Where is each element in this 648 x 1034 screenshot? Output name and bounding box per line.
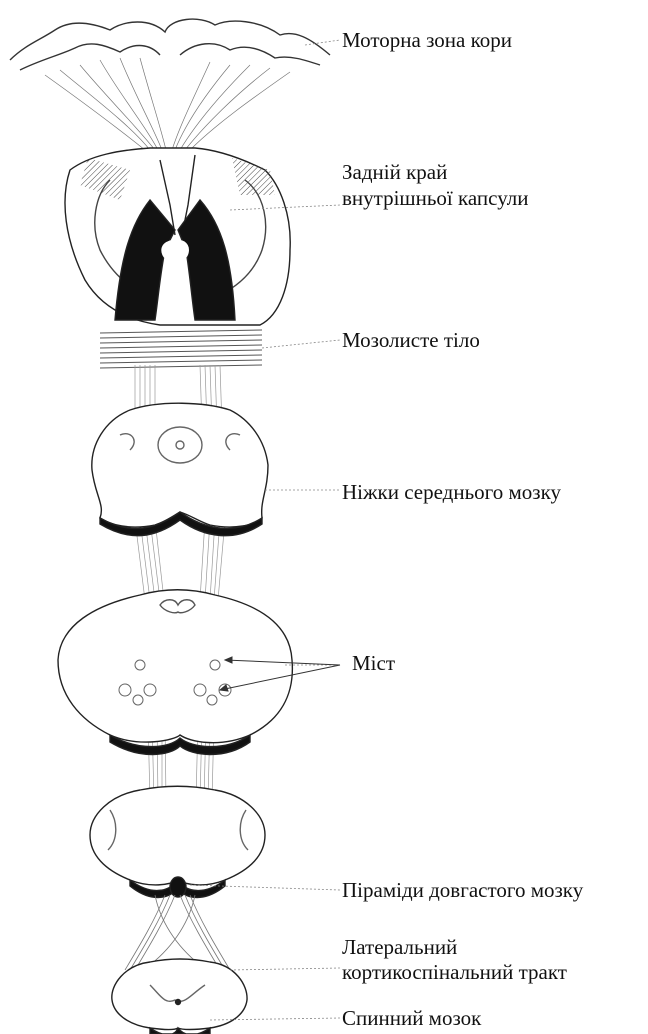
medulla-section <box>90 786 265 897</box>
spinal-cord-section <box>112 959 247 1034</box>
leader-corpus-callosum <box>262 340 340 348</box>
label-corpus-callosum: Мозолисте тіло <box>342 328 480 352</box>
label-internal-capsule-line2: внутрішньої капсули <box>342 186 529 210</box>
pons-section <box>58 590 292 755</box>
internal-capsule-section <box>65 148 290 325</box>
midbrain-section <box>92 403 268 535</box>
motor-cortex <box>10 19 330 150</box>
label-spinal-cord: Спинний мозок <box>342 1006 481 1030</box>
label-lateral-tract-line2: кортикоспінальний тракт <box>342 960 567 984</box>
label-motor-cortex: Моторна зона кори <box>342 28 512 52</box>
label-internal-capsule-line1: Задній край <box>342 160 447 184</box>
label-cerebral-peduncles: Ніжки середнього мозку <box>342 480 561 504</box>
label-lateral-tract-line1: Латеральний <box>342 935 457 959</box>
corpus-callosum <box>100 330 262 368</box>
label-medulla-pyramids: Піраміди довгастого мозку <box>342 878 583 902</box>
label-pons: Міст <box>352 651 395 675</box>
leader-lateral-tract <box>230 968 340 970</box>
